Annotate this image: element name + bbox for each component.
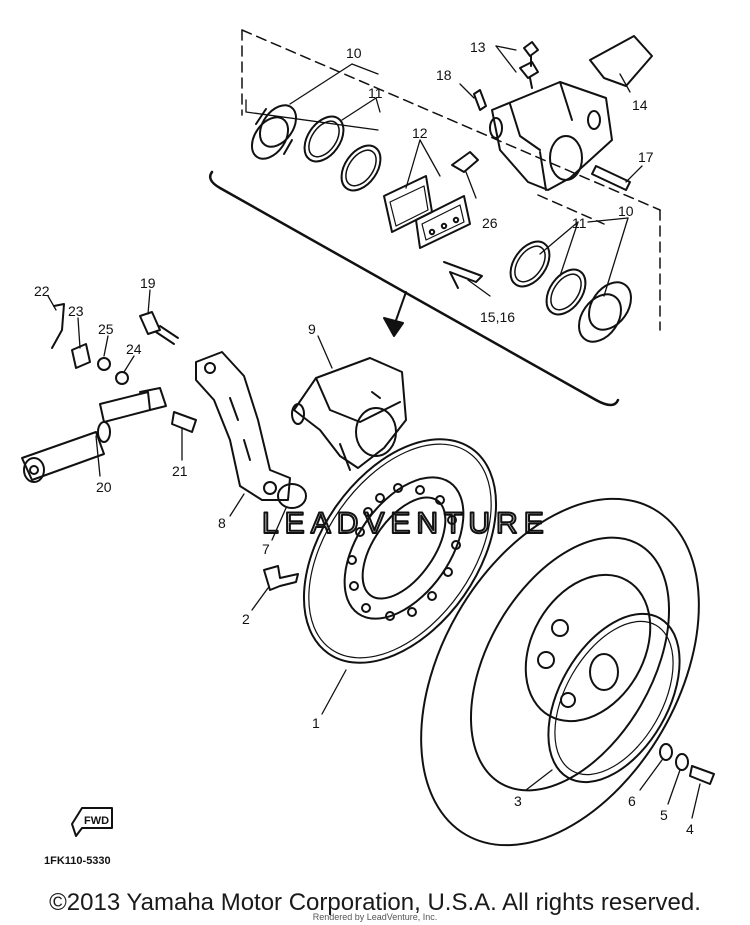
washer-5 <box>675 753 689 771</box>
caliper-cap <box>589 35 653 87</box>
callout-20: 20 <box>96 479 112 495</box>
callout-24: 24 <box>126 341 142 357</box>
watermark-text: LEADVENTURE <box>262 507 550 540</box>
rendered-by-note: Rendered by LeadVenture, Inc. <box>312 912 438 922</box>
callout-25: 25 <box>98 321 114 337</box>
collar <box>277 483 307 509</box>
callout-15-16: 15,16 <box>480 309 515 325</box>
callout-21: 21 <box>172 463 188 479</box>
seal-upper-a <box>303 115 345 163</box>
callout-4: 4 <box>686 821 694 837</box>
clip-pin <box>473 89 487 111</box>
callout-22: 22 <box>34 283 50 299</box>
seal-lower-a <box>509 240 551 288</box>
bolt-4 <box>689 765 715 785</box>
callout-17: 17 <box>638 149 654 165</box>
callout-23: 23 <box>68 303 84 319</box>
caliper-bolt-17 <box>591 165 631 191</box>
callout-8: 8 <box>218 515 226 531</box>
callout-19: 19 <box>140 275 156 291</box>
piston-lower <box>578 281 632 343</box>
brake-disc <box>302 438 498 664</box>
torque-rod <box>21 387 167 483</box>
callout-6: 6 <box>628 793 636 809</box>
hub-plate <box>547 612 681 784</box>
wheel <box>420 497 700 847</box>
washer-6 <box>659 743 673 761</box>
caliper-bracket <box>195 351 291 501</box>
exploded-view-frame <box>209 29 661 407</box>
callout-14: 14 <box>632 97 648 113</box>
callout-18: 18 <box>436 67 452 83</box>
bolt-2 <box>263 565 299 591</box>
callout-12: 12 <box>412 125 428 141</box>
callout-26: 26 <box>482 215 498 231</box>
bolt-19 <box>139 311 179 345</box>
callout-3: 3 <box>514 793 522 809</box>
brake-pads <box>383 175 471 249</box>
callout-2: 2 <box>242 611 250 627</box>
castle-nut <box>71 343 91 369</box>
caliper-assembly <box>291 357 407 471</box>
fwd-label: FWD <box>84 815 109 827</box>
part-number: 1FK110-5330 <box>44 855 111 867</box>
fwd-arrow-icon <box>71 807 113 837</box>
washer-24 <box>115 371 129 385</box>
callout-13: 13 <box>470 39 486 55</box>
seal-lower-b <box>545 268 587 316</box>
callout-11-right: 11 <box>572 215 587 231</box>
bolt-21 <box>171 411 197 433</box>
callout-7: 7 <box>262 541 270 557</box>
cotter-pin <box>51 303 65 349</box>
callout-10-top: 10 <box>346 45 362 61</box>
caliper-body-upper <box>489 81 613 191</box>
spring-clip <box>443 261 483 289</box>
callout-5: 5 <box>660 807 668 823</box>
washer-25 <box>97 357 111 371</box>
callout-10-right: 10 <box>618 203 634 219</box>
piston-upper <box>250 104 298 160</box>
callout-1: 1 <box>312 715 320 731</box>
arrow-down-icon <box>383 317 404 337</box>
pad-spring <box>451 151 479 173</box>
copyright-notice: ©2013 Yamaha Motor Corporation, U.S.A. A… <box>49 889 701 916</box>
callout-11-top: 11 <box>368 85 383 101</box>
callout-9: 9 <box>308 321 316 337</box>
bleed-screw <box>519 41 539 89</box>
seal-upper-b <box>340 144 382 192</box>
